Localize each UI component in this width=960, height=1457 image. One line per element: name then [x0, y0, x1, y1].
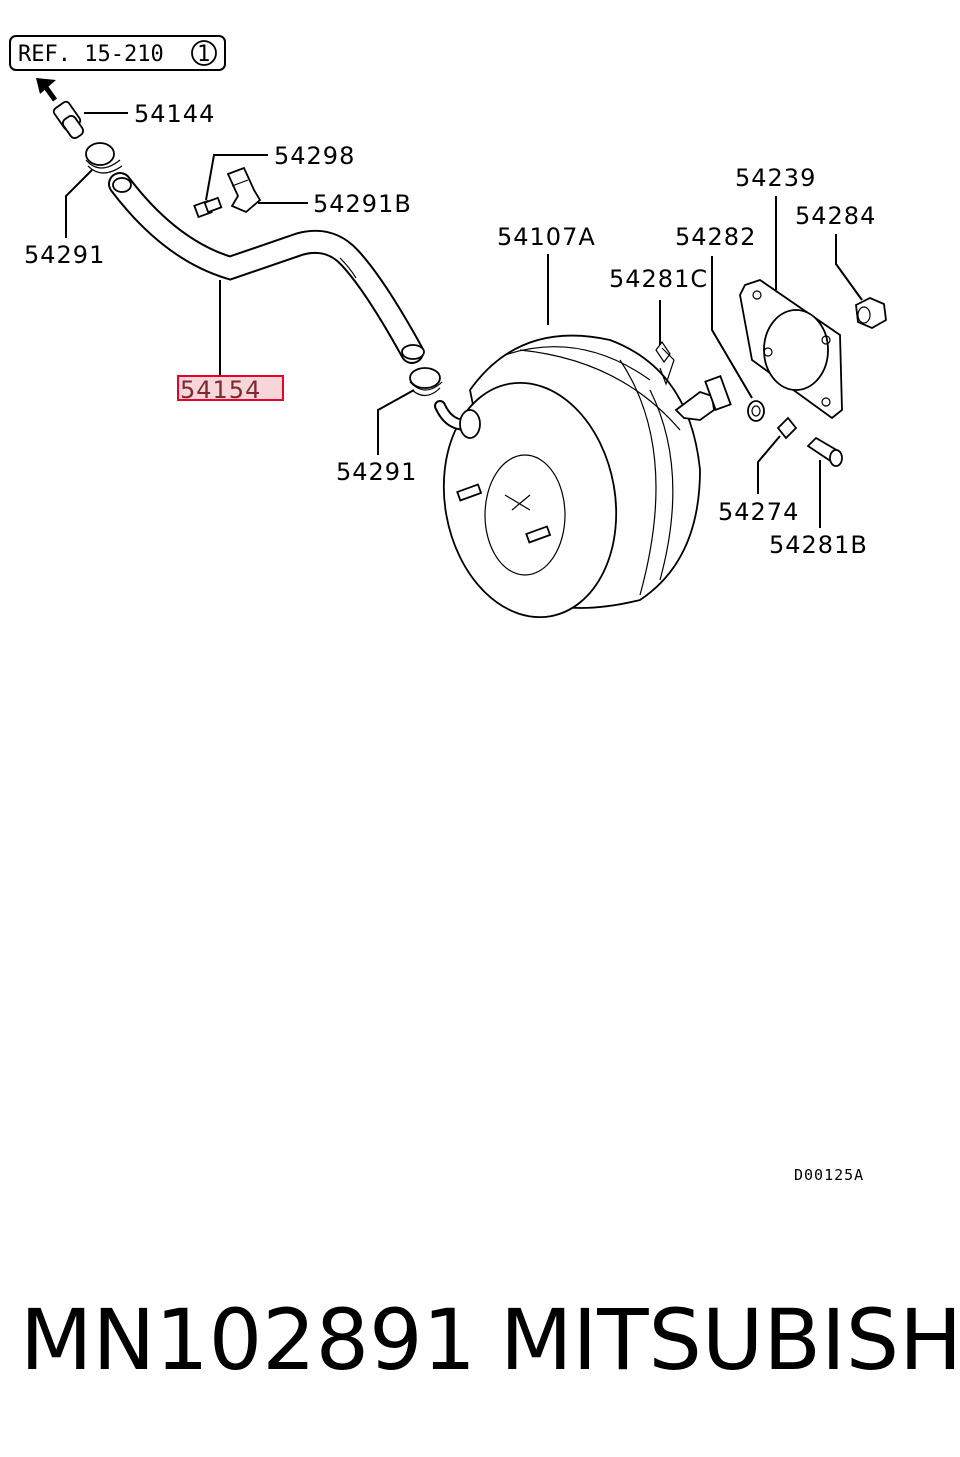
label-54274[interactable]: 54274	[718, 498, 799, 526]
reference-callout[interactable]: REF. 15-210 1	[9, 35, 226, 71]
leader-54291-top	[65, 169, 93, 238]
label-54281c[interactable]: 54281C	[609, 265, 708, 293]
label-54144[interactable]: 54144	[134, 100, 215, 128]
label-54281b[interactable]: 54281B	[769, 531, 868, 559]
highlight-box	[177, 375, 284, 401]
label-54298[interactable]: 54298	[274, 142, 355, 170]
brake-booster-54107a[interactable]	[426, 334, 732, 631]
check-valve-54144[interactable]	[52, 100, 85, 140]
retainer-54274[interactable]	[776, 416, 798, 440]
clevis-pin-54281b[interactable]	[806, 436, 843, 467]
leader-54291-mid	[377, 389, 415, 455]
diagram-code: D00125A	[794, 1166, 864, 1184]
brand-name: MITSUBISHI	[500, 1291, 960, 1389]
label-54291b[interactable]: 54291B	[313, 190, 412, 218]
bolt-54298[interactable]	[193, 196, 223, 219]
label-54239[interactable]: 54239	[735, 164, 816, 192]
hose-clamp-54291-mid[interactable]	[409, 367, 443, 397]
reference-circle-number: 1	[197, 42, 210, 67]
nut-54284[interactable]	[855, 297, 887, 330]
reference-arrow-icon	[36, 78, 58, 102]
leader-54282	[711, 256, 753, 399]
label-54284[interactable]: 54284	[795, 202, 876, 230]
gasket-54239[interactable]	[739, 279, 843, 420]
leader-54284	[835, 234, 863, 301]
vacuum-hose-54154[interactable]	[108, 172, 425, 364]
label-54291-top[interactable]: 54291	[24, 241, 105, 269]
label-54282[interactable]: 54282	[675, 223, 756, 251]
label-54154[interactable]: 54154	[180, 376, 261, 404]
leader-54298	[205, 154, 268, 201]
part-number: MN102891	[20, 1291, 476, 1389]
footer: MN102891 MITSUBISHI	[0, 1285, 960, 1395]
leader-54274	[757, 435, 781, 494]
bracket-54291b[interactable]	[226, 166, 262, 214]
reference-text: REF. 15-210	[18, 42, 164, 67]
washer-54282[interactable]	[747, 400, 765, 422]
label-54107a[interactable]: 54107A	[497, 223, 596, 251]
label-54291-mid[interactable]: 54291	[336, 458, 417, 486]
hose-clamp-54291-top[interactable]	[85, 142, 123, 174]
